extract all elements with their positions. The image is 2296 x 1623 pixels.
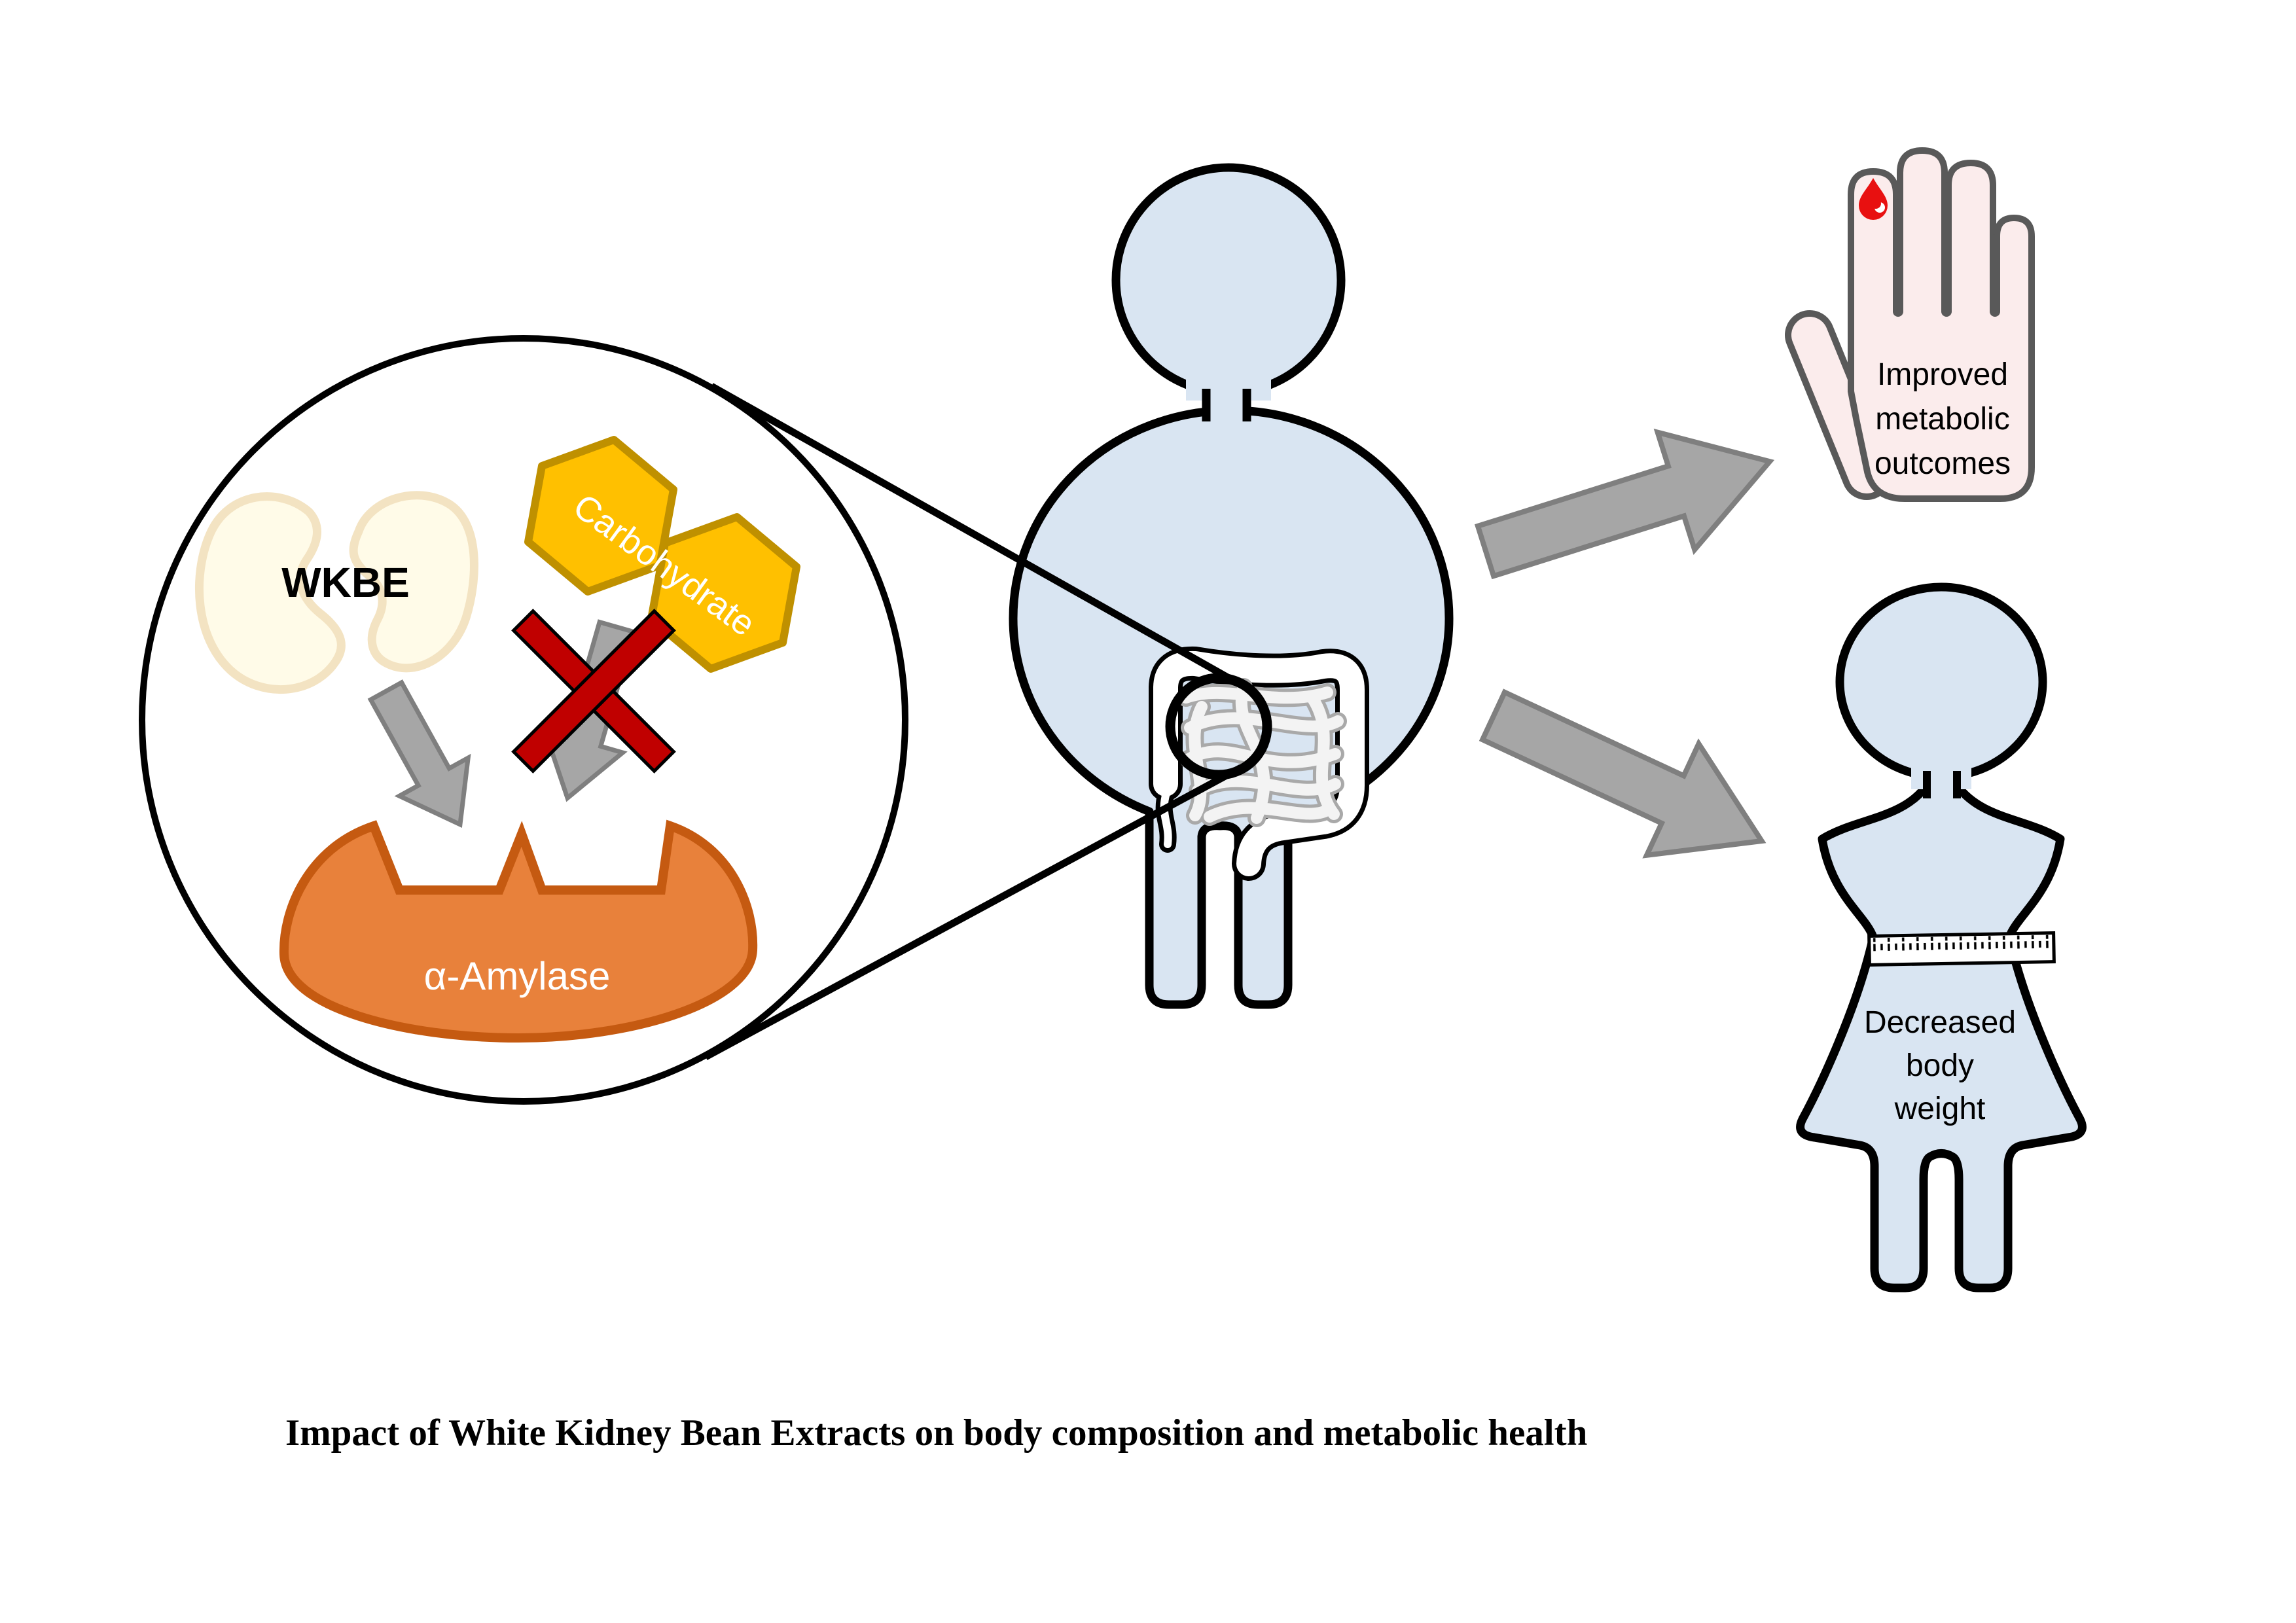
woman-text-line2: body [1906, 1048, 1974, 1083]
woman-text: Decreased body weight [1864, 1005, 2016, 1126]
female-figure: Decreased body weight [1796, 582, 2087, 1293]
hand-icon: Improved metabolic outcomes [1785, 147, 2035, 502]
hand-text-line1: Improved [1877, 357, 2008, 392]
human-figure [1009, 163, 1454, 1009]
female-body [1796, 782, 2087, 1293]
kidney-bean-icon [194, 491, 478, 694]
wkbe-action-arrow-icon [367, 679, 471, 829]
neck-fill [1209, 366, 1244, 424]
blocked-cross-icon [511, 609, 676, 774]
zoom-connector-line-top [709, 383, 1244, 688]
female-neck-fill [1911, 756, 1971, 789]
female-head [1835, 582, 2047, 781]
bean-right [349, 491, 478, 673]
bean-left [194, 492, 346, 694]
hand-text-line2: metabolic [1875, 402, 2009, 437]
tape-ticks [1871, 935, 2052, 952]
blood-drop-icon [1859, 178, 1888, 220]
woman-text-line3: weight [1894, 1092, 1986, 1126]
finger-separators [1893, 182, 2000, 317]
colon-fill [1153, 651, 1365, 876]
human-head [1111, 163, 1346, 397]
wkbe-label: WKBE [281, 559, 410, 606]
thumb-fill [1791, 317, 1885, 493]
outcome-arrow-bottom [1479, 688, 1767, 859]
zoom-connector-line-bottom [704, 764, 1243, 1060]
measuring-tape-icon [1867, 931, 2056, 967]
zoom-target-circle [1165, 673, 1272, 780]
alpha-amylase-shape [279, 819, 758, 1043]
outcome-arrow-top [1474, 428, 1775, 580]
carbohydrate-hexagons-icon: Carbohydrate [524, 436, 800, 673]
figure-caption: Impact of White Kidney Bean Extracts on … [285, 1412, 1587, 1454]
human-body [1009, 406, 1454, 1009]
appendix-fill [1160, 789, 1172, 848]
hand-text-line3: outcomes [1874, 446, 2011, 481]
woman-text-line1: Decreased [1864, 1005, 2016, 1040]
hand-text: Improved metabolic outcomes [1874, 357, 2011, 481]
magnified-view: WKBE Carbohydrate α-Amylase [139, 335, 908, 1105]
amylase-label: α-Amylase [424, 954, 611, 998]
